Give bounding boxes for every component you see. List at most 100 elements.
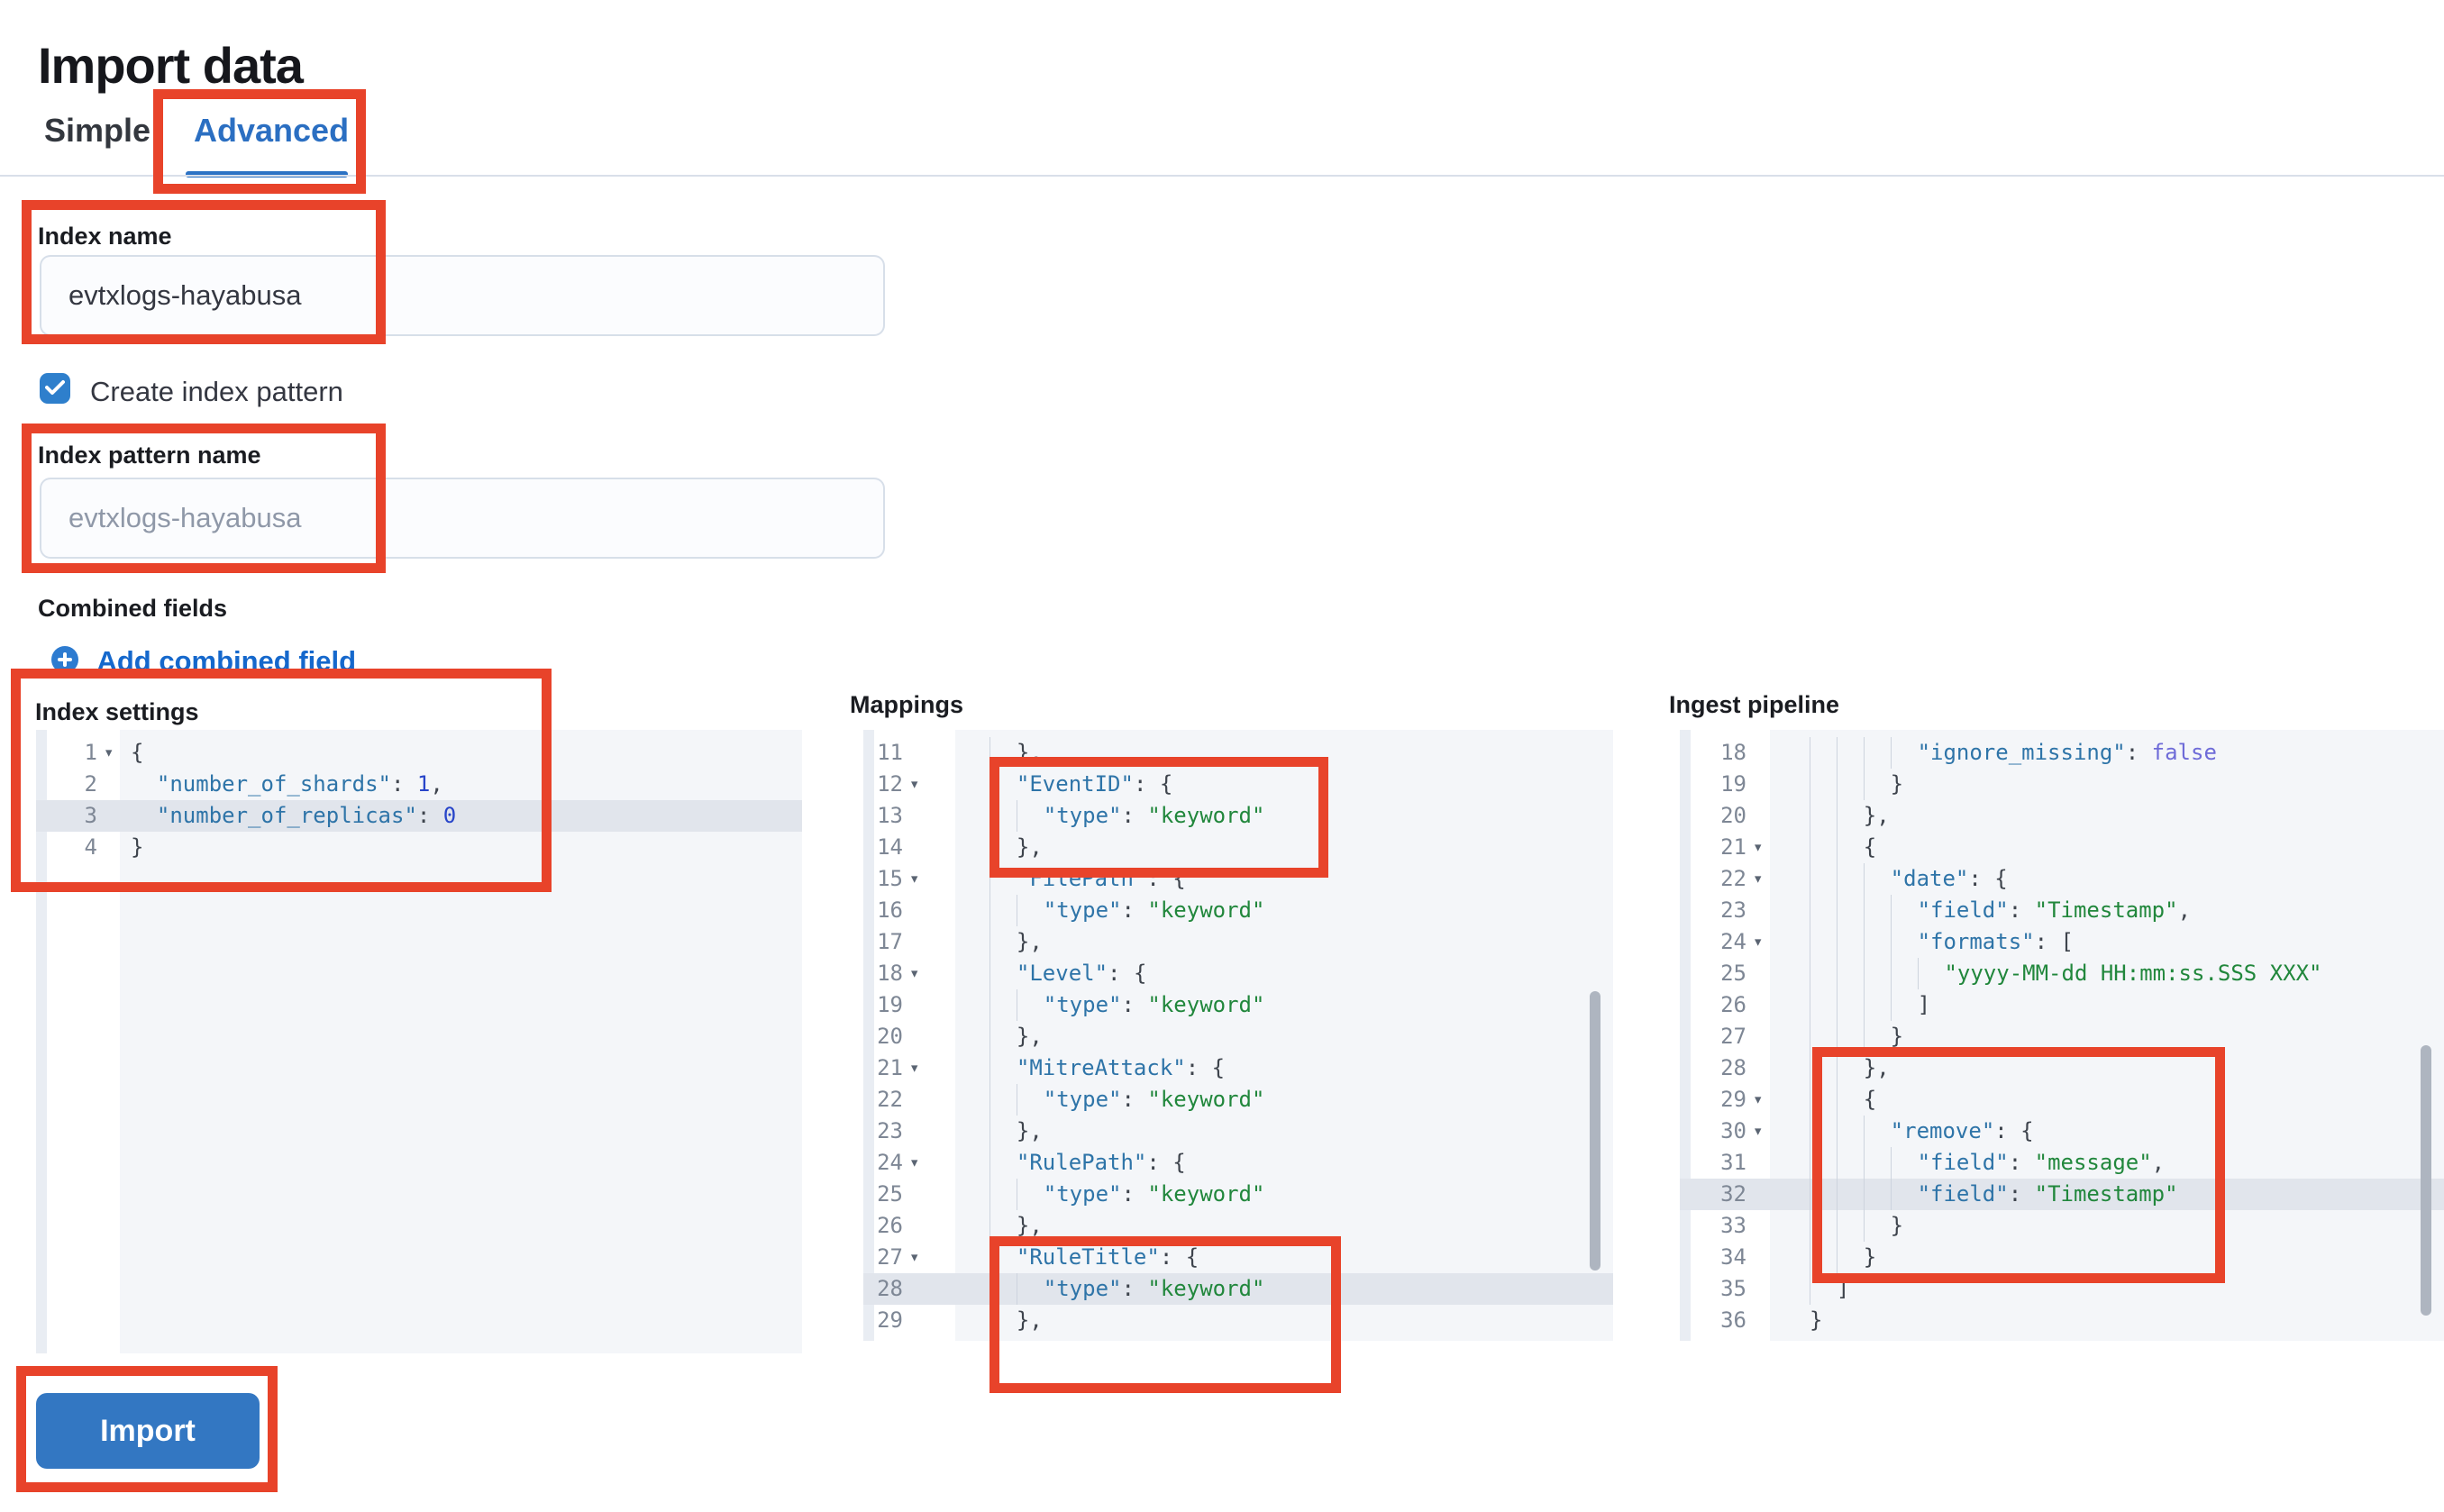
code-line-21[interactable]: 21▾"MitreAttack": { xyxy=(863,1052,1613,1084)
fold-arrow-icon[interactable]: ▾ xyxy=(909,1152,920,1172)
code-line-26[interactable]: 26}, xyxy=(863,1210,1613,1242)
gutter-spacer xyxy=(1746,1179,1770,1210)
code-line-3[interactable]: 3 "number_of_replicas": 0 xyxy=(36,800,802,832)
line-number: 26 xyxy=(877,1213,903,1238)
import-button-label: Import xyxy=(100,1413,196,1448)
gutter-spacer xyxy=(1746,989,1770,1021)
line-number: 15 xyxy=(877,866,903,891)
code-line-29[interactable]: 29}, xyxy=(863,1305,1613,1336)
code-line-25[interactable]: 25"yyyy-MM-dd HH:mm:ss.SSS XXX" xyxy=(1680,958,2444,989)
tab-simple[interactable]: Simple xyxy=(44,112,151,149)
code-line-30[interactable]: 30▾"remove": { xyxy=(1680,1116,2444,1147)
index-pattern-name-input[interactable] xyxy=(40,478,885,559)
code-text: }, xyxy=(955,1305,1613,1336)
code-line-36[interactable]: 36} xyxy=(1680,1305,2444,1336)
indent-guide xyxy=(1810,1116,1837,1147)
indent-guide xyxy=(1810,1147,1837,1179)
fold-arrow-icon[interactable]: ▾ xyxy=(909,1058,920,1078)
code-line-27[interactable]: 27▾"RuleTitle": { xyxy=(863,1242,1613,1273)
indent-guide xyxy=(1863,958,1891,989)
gutter-spacer xyxy=(903,1179,955,1210)
code-line-26[interactable]: 26] xyxy=(1680,989,2444,1021)
code-line-28[interactable]: 28}, xyxy=(1680,1052,2444,1084)
code-line-18[interactable]: 18▾"Level": { xyxy=(863,958,1613,989)
mappings-vertical-scrollbar[interactable] xyxy=(1590,991,1600,1271)
gutter-spacer xyxy=(903,1021,955,1052)
indent-guide xyxy=(1810,832,1837,863)
code-text: "remove": { xyxy=(1770,1116,2444,1147)
indent-guide xyxy=(1810,895,1837,926)
indent-guide xyxy=(989,737,1017,769)
import-button[interactable]: Import xyxy=(36,1393,260,1469)
fold-arrow-icon[interactable]: ▾ xyxy=(909,963,920,983)
line-number: 28 xyxy=(877,1276,903,1301)
code-line-32[interactable]: 32"field": "Timestamp" xyxy=(1680,1179,2444,1210)
line-number: 21 xyxy=(1720,834,1746,860)
code-line-15[interactable]: 15▾"FilePath": { xyxy=(863,863,1613,895)
code-line-23[interactable]: 23}, xyxy=(863,1116,1613,1147)
code-line-24[interactable]: 24▾"formats": [ xyxy=(1680,926,2444,958)
combined-fields-label: Combined fields xyxy=(38,595,228,622)
code-line-19[interactable]: 19} xyxy=(1680,769,2444,800)
code-line-35[interactable]: 35] xyxy=(1680,1273,2444,1305)
fold-arrow-icon[interactable]: ▾ xyxy=(909,1247,920,1267)
indent-guide xyxy=(1016,1273,1044,1305)
code-line-23[interactable]: 23"field": "Timestamp", xyxy=(1680,895,2444,926)
code-line-24[interactable]: 24▾"RulePath": { xyxy=(863,1147,1613,1179)
ingest-vertical-scrollbar[interactable] xyxy=(2421,1045,2431,1316)
code-line-28[interactable]: 28"type": "keyword" xyxy=(863,1273,1613,1305)
indent-guide xyxy=(1836,1021,1864,1052)
code-line-31[interactable]: 31"field": "message", xyxy=(1680,1147,2444,1179)
indent-guide xyxy=(989,1305,1017,1336)
line-number: 23 xyxy=(877,1118,903,1143)
fold-arrow-icon[interactable]: ▾ xyxy=(1753,837,1764,857)
fold-arrow-icon[interactable]: ▾ xyxy=(1753,1121,1764,1141)
code-line-22[interactable]: 22"type": "keyword" xyxy=(863,1084,1613,1116)
code-line-14[interactable]: 14}, xyxy=(863,832,1613,863)
code-line-13[interactable]: 13"type": "keyword" xyxy=(863,800,1613,832)
code-text: }, xyxy=(955,1116,1613,1147)
fold-arrow-icon[interactable]: ▾ xyxy=(909,869,920,888)
code-line-27[interactable]: 27} xyxy=(1680,1021,2444,1052)
indent-guide xyxy=(1836,958,1864,989)
code-line-18[interactable]: 18"ignore_missing": false xyxy=(1680,737,2444,769)
tab-advanced[interactable]: Advanced xyxy=(194,112,350,149)
code-line-33[interactable]: 33} xyxy=(1680,1210,2444,1242)
code-line-11[interactable]: 11}, xyxy=(863,737,1613,769)
code-line-20[interactable]: 20}, xyxy=(1680,800,2444,832)
code-line-34[interactable]: 34} xyxy=(1680,1242,2444,1273)
indent-guide xyxy=(1836,1084,1864,1116)
gutter-spacer xyxy=(1746,1305,1770,1336)
code-line-4[interactable]: 4} xyxy=(36,832,802,863)
code-line-17[interactable]: 17}, xyxy=(863,926,1613,958)
fold-arrow-icon[interactable]: ▾ xyxy=(909,774,920,794)
indent-guide xyxy=(1836,832,1864,863)
code-text: }, xyxy=(955,1210,1613,1242)
gutter-spacer xyxy=(1746,1242,1770,1273)
code-line-25[interactable]: 25"type": "keyword" xyxy=(863,1179,1613,1210)
code-line-21[interactable]: 21▾{ xyxy=(1680,832,2444,863)
fold-arrow-icon[interactable]: ▾ xyxy=(104,742,114,762)
add-combined-field-link[interactable]: Add combined field xyxy=(51,645,356,678)
code-line-16[interactable]: 16"type": "keyword" xyxy=(863,895,1613,926)
code-text: "type": "keyword" xyxy=(955,895,1613,926)
line-number: 2 xyxy=(84,771,97,797)
code-line-20[interactable]: 20}, xyxy=(863,1021,1613,1052)
code-line-19[interactable]: 19"type": "keyword" xyxy=(863,989,1613,1021)
code-line-2[interactable]: 2 "number_of_shards": 1, xyxy=(36,769,802,800)
fold-arrow-icon[interactable]: ▾ xyxy=(1753,932,1764,952)
index-settings-editor[interactable]: 1▾{2 "number_of_shards": 1,3 "number_of_… xyxy=(36,730,802,1353)
fold-arrow-icon[interactable]: ▾ xyxy=(1753,869,1764,888)
create-index-pattern-checkbox[interactable] xyxy=(40,373,70,404)
code-line-29[interactable]: 29▾{ xyxy=(1680,1084,2444,1116)
code-line-22[interactable]: 22▾"date": { xyxy=(1680,863,2444,895)
mappings-editor[interactable]: 11},12▾"EventID": {13"type": "keyword"14… xyxy=(863,730,1613,1341)
code-text: }, xyxy=(955,832,1613,863)
fold-arrow-icon[interactable]: ▾ xyxy=(1753,1089,1764,1109)
gutter-spacer xyxy=(1746,737,1770,769)
code-line-1[interactable]: 1▾{ xyxy=(36,737,802,769)
index-name-input[interactable] xyxy=(40,255,885,336)
code-text: }, xyxy=(955,1021,1613,1052)
code-line-12[interactable]: 12▾"EventID": { xyxy=(863,769,1613,800)
